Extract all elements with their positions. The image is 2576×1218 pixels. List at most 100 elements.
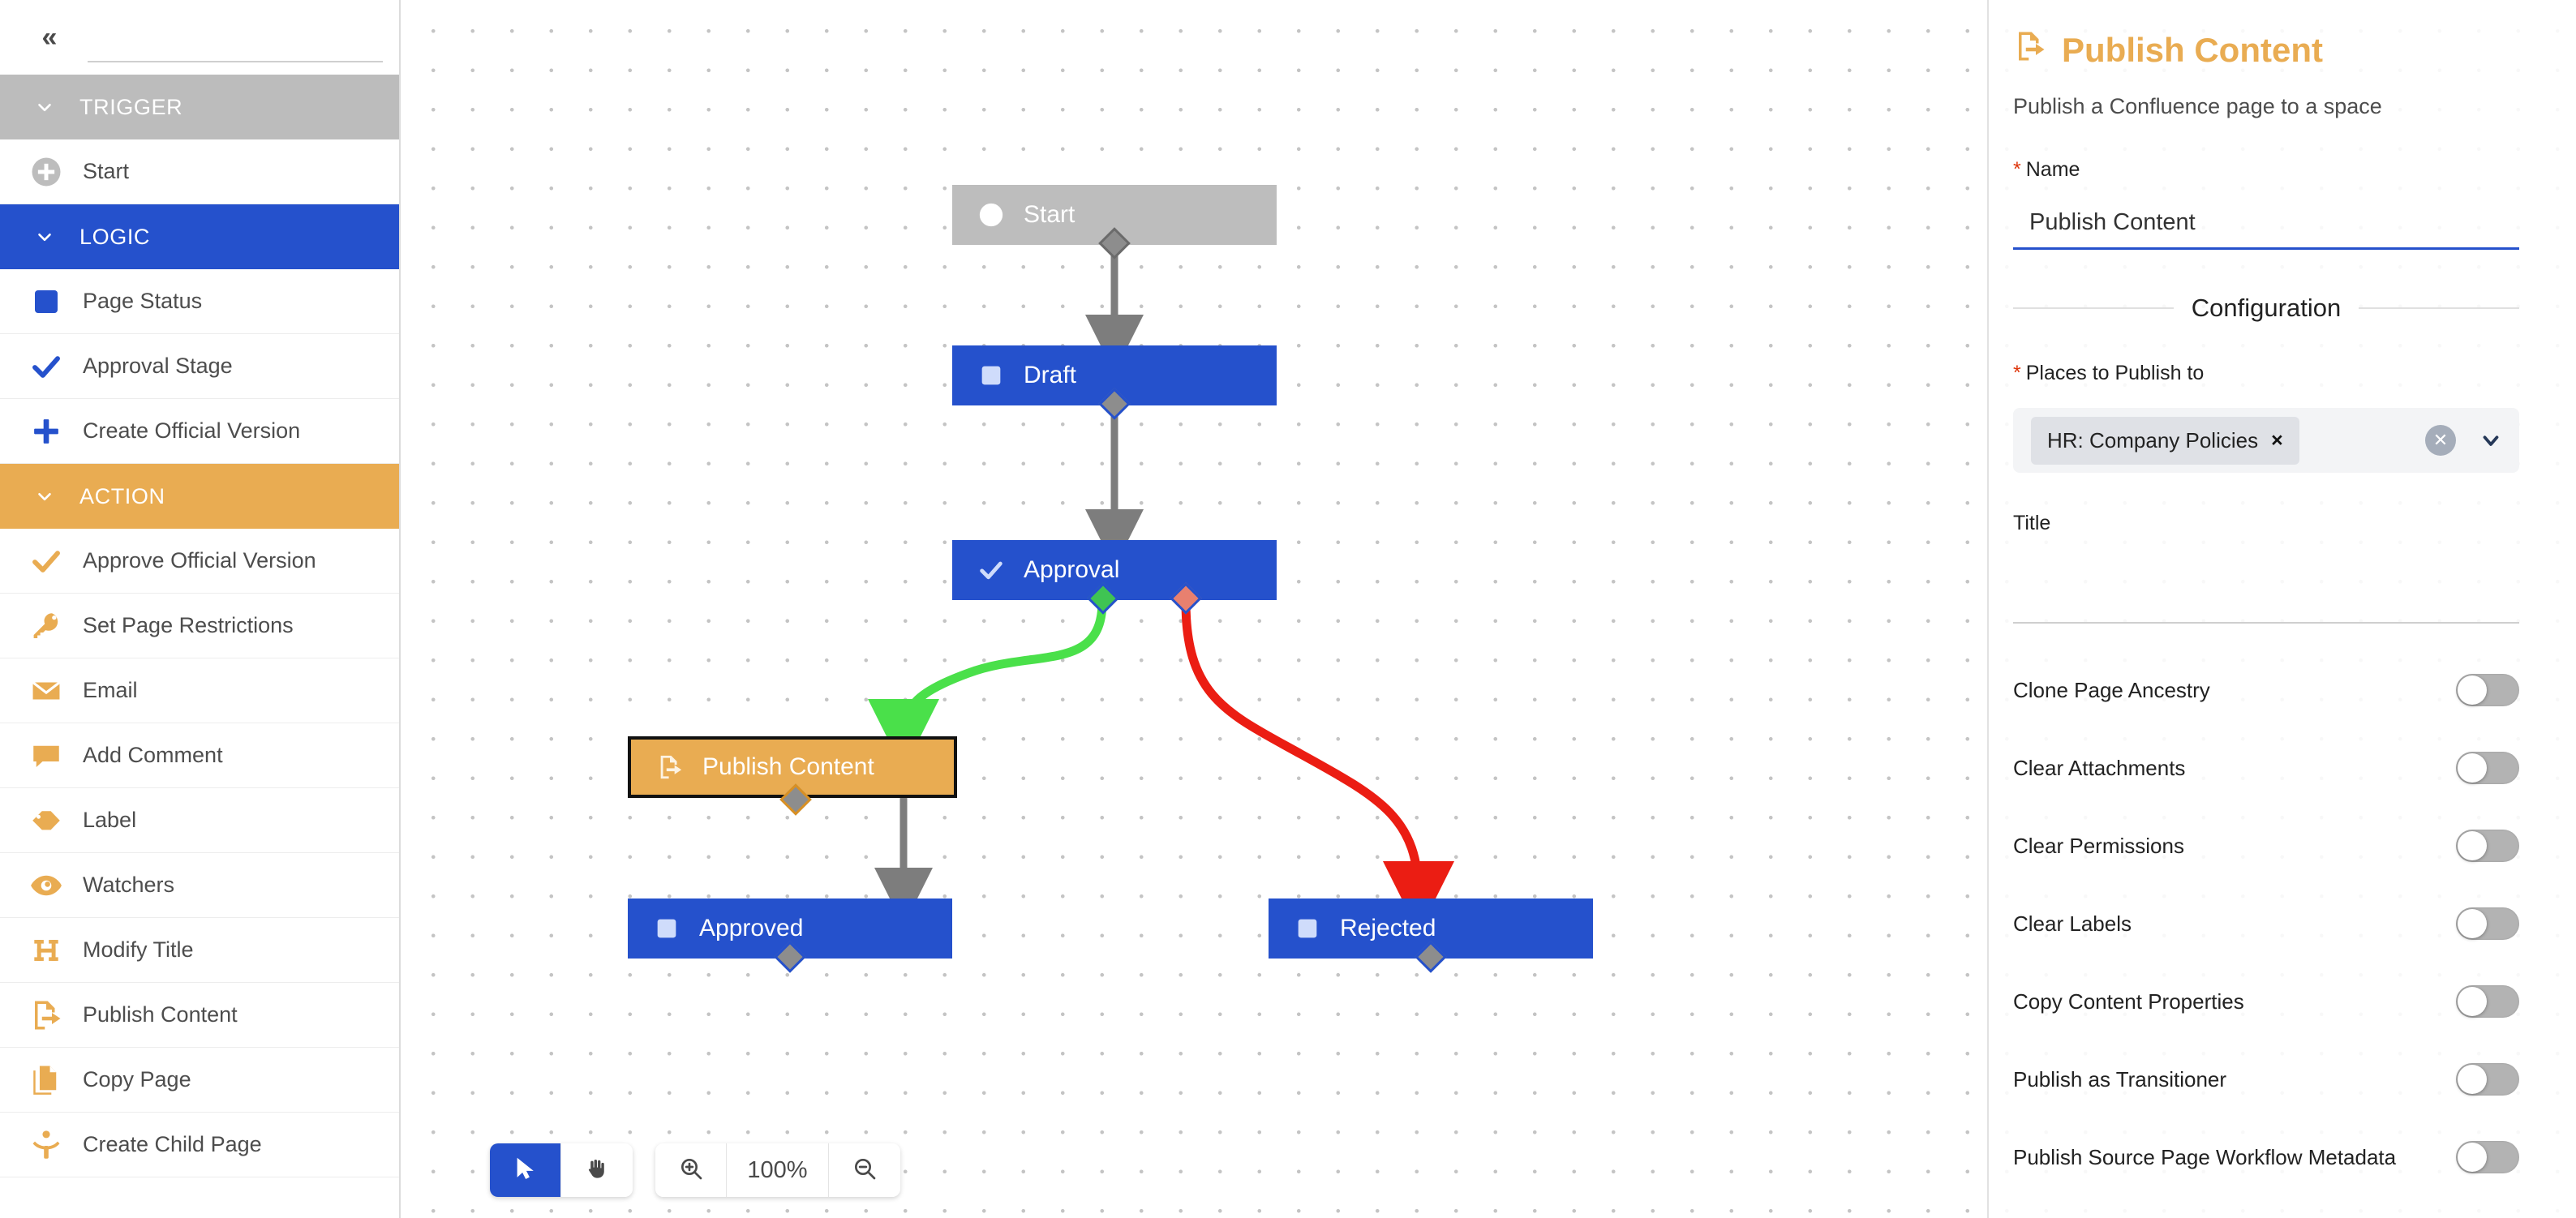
zoom-in-button[interactable] [655,1143,727,1197]
sidebar-item-label: Modify Title [83,937,194,962]
toggle-row-clear-attachments: Clear Attachments [2013,752,2519,784]
node-port-rejected[interactable] [1170,582,1202,615]
node-port-out[interactable] [1415,941,1447,973]
edge-approval-rejected [1181,597,1454,933]
canvas-node-approval[interactable]: Approval [952,540,1277,615]
node-port-approved[interactable] [1087,582,1119,615]
canvas-node-label: Publish Content [702,753,874,780]
canvas-node-approved[interactable]: Approved [628,898,952,973]
tool-mode-group [490,1143,633,1197]
sidebar-item-approval-stage[interactable]: Approval Stage [0,334,399,399]
collapse-sidebar-icon[interactable]: « [41,22,58,53]
title-input[interactable] [2013,581,2519,624]
sidebar-item-create-official-version[interactable]: Create Official Version [0,399,399,464]
toggle-switch[interactable] [2456,752,2519,784]
sidebar-search-wrap [88,12,383,62]
sidebar-item-label: Watchers [83,873,175,897]
sidebar-item-add-comment[interactable]: Add Comment [0,723,399,788]
square-icon [1286,915,1329,942]
sidebar-item-label: Create Child Page [83,1132,262,1156]
sidebar-item-email[interactable]: Email [0,658,399,723]
zoom-out-icon [852,1156,878,1186]
publish-content-icon [18,998,75,1032]
canvas-node-draft[interactable]: Draft [952,345,1277,420]
node-port-out[interactable] [779,783,812,816]
select-tool-button[interactable] [490,1143,561,1197]
canvas-node-label: Draft [1024,362,1077,388]
sidebar-item-watchers[interactable]: Watchers [0,853,399,918]
toggle-row-publish-as-transitioner: Publish as Transitioner [2013,1063,2519,1096]
plus-icon [18,414,75,448]
chevron-down-icon[interactable] [2479,428,2503,452]
toggle-switch[interactable] [2456,985,2519,1018]
copy-page-icon [18,1063,75,1097]
key-icon [18,609,75,643]
toggle-switch[interactable] [2456,830,2519,862]
canvas-node-publish[interactable]: Publish Content [628,736,957,816]
panel-subtitle: Publish a Confluence page to a space [2013,94,2382,118]
chevron-down-icon [32,225,57,249]
plus-circle-icon [970,201,1012,229]
sidebar-group-header-trigger[interactable]: TRIGGER [0,75,399,139]
sidebar-item-label: Approval Stage [83,354,233,378]
canvas-node-label: Approval [1024,556,1120,583]
zoom-out-button[interactable] [829,1143,900,1197]
sidebar-item-start[interactable]: Start [0,139,399,204]
search-input[interactable] [88,28,383,62]
sidebar-item-set-page-restrictions[interactable]: Set Page Restrictions [0,594,399,658]
sidebar-item-publish-content[interactable]: Publish Content [0,983,399,1048]
divider-line-left [2013,307,2174,309]
plus-circle-icon [18,155,75,189]
canvas-node-start[interactable]: Start [952,185,1277,259]
pan-tool-button[interactable] [561,1143,633,1197]
check-icon [18,544,75,578]
title-field-label: Title [2013,512,2051,534]
square-icon [18,285,75,319]
toggle-label: Clone Page Ancestry [2013,677,2210,702]
toggle-switch[interactable] [2456,907,2519,940]
places-to-publish-multiselect[interactable]: HR: Company Policies × ✕ [2013,408,2519,473]
node-port-out[interactable] [774,941,806,973]
clear-circle-icon[interactable]: ✕ [2425,425,2456,456]
zoom-level-value[interactable]: 100% [727,1143,829,1197]
selected-space-chip[interactable]: HR: Company Policies × [2031,416,2299,465]
sidebar-item-label[interactable]: Label [0,788,399,853]
toggle-knob [2458,753,2487,783]
canvas-node-label: Start [1024,201,1075,228]
toggle-label: Publish as Transitioner [2013,1066,2227,1091]
toggle-switch[interactable] [2456,674,2519,706]
sidebar-item-label: Set Page Restrictions [83,613,294,637]
sidebar-item-label: Page Status [83,289,203,313]
node-port-out[interactable] [1098,388,1131,420]
chip-remove-icon[interactable]: × [2271,428,2283,452]
toggle-row-copy-content-properties: Copy Content Properties [2013,985,2519,1018]
toggle-knob [2458,831,2487,860]
places-field-label: *Places to Publish to [2013,362,2519,385]
eye-icon [18,868,75,903]
sidebar-item-approve-official-version[interactable]: Approve Official Version [0,529,399,594]
canvas-node-rejected[interactable]: Rejected [1269,898,1593,973]
name-input[interactable] [2013,206,2519,250]
sidebar-item-label: Start [83,159,130,183]
publish-content-icon [2013,29,2047,71]
zoom-in-icon [678,1156,704,1186]
sidebar-item-create-child-page[interactable]: Create Child Page [0,1113,399,1177]
node-port-out[interactable] [1098,227,1131,259]
toggle-switch[interactable] [2456,1141,2519,1173]
toggle-label: Clear Labels [2013,911,2132,936]
child-page-person-icon [18,1128,75,1162]
sidebar-group-label: LOGIC [79,224,151,249]
toggle-knob [2458,1065,2487,1094]
sidebar-group-header-action[interactable]: ACTION [0,464,399,529]
chevron-down-icon [32,484,57,508]
sidebar-item-modify-title[interactable]: Modify Title [0,918,399,983]
toggle-knob [2458,675,2487,705]
sidebar-item-page-status[interactable]: Page Status [0,269,399,334]
sidebar-group-header-logic[interactable]: LOGIC [0,204,399,269]
sidebar-item-copy-page[interactable]: Copy Page [0,1048,399,1113]
toggle-switch[interactable] [2456,1063,2519,1096]
sidebar-header: « [0,0,399,75]
cursor-arrow-icon [513,1155,538,1186]
hand-icon [583,1155,611,1186]
